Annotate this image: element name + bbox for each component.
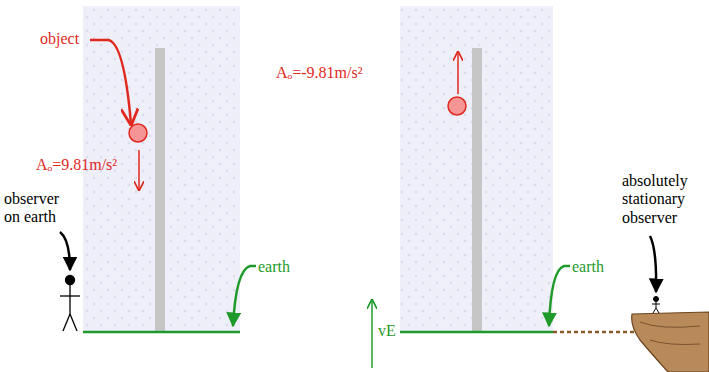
leader-arrow — [90, 40, 131, 124]
acceleration-label: Aₒ=-9.81m/s² — [276, 64, 362, 82]
dotted-link — [553, 331, 645, 334]
callout-label: object — [40, 30, 79, 48]
acceleration-arrow — [457, 52, 459, 94]
velocity-arrow — [371, 300, 373, 368]
leader-arrow — [233, 266, 256, 326]
stick-figure — [652, 297, 660, 314]
rock-texture — [640, 322, 700, 345]
pole — [155, 48, 165, 332]
stick-figure — [60, 276, 80, 332]
rock-cliff — [632, 312, 709, 372]
object-ball — [129, 124, 147, 142]
leader-arrow — [60, 232, 70, 270]
leader-arrow — [549, 266, 570, 326]
object-ball — [448, 97, 466, 115]
pole — [472, 48, 482, 332]
ground-line — [83, 331, 240, 334]
observer-label: observer on earth — [4, 190, 70, 227]
acceleration-arrow — [138, 150, 140, 190]
velocity-label: vE — [378, 322, 396, 340]
earth-label: earth — [258, 258, 290, 276]
ground-line — [400, 331, 553, 334]
space-panel — [400, 6, 553, 332]
leader-arrow — [650, 236, 656, 292]
earth-label: earth — [572, 258, 604, 276]
observer-label: absolutely stationary observer — [622, 172, 704, 227]
acceleration-label: Aₒ=9.81m/s² — [36, 156, 117, 174]
